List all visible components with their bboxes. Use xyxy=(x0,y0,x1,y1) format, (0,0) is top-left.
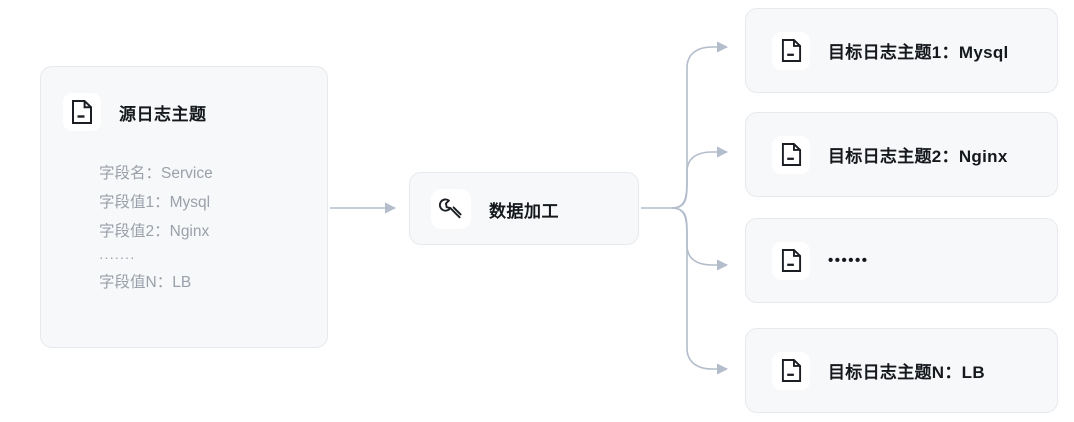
source-card-title: 源日志主题 xyxy=(119,104,207,124)
target-card-content: 目标日志主题2：Nginx xyxy=(772,113,1008,196)
document-icon xyxy=(63,93,101,131)
target-card-content: 目标日志主题N：LB xyxy=(772,329,985,412)
wrench-icon xyxy=(431,189,471,229)
process-node-content: 数据加工 xyxy=(431,189,559,229)
connector-branch-1 xyxy=(671,41,729,209)
target-log-topic-card-4[interactable]: 目标日志主题N：LB xyxy=(745,328,1058,413)
field-line: 字段值2：Nginx xyxy=(99,223,210,240)
connector-branch-4 xyxy=(671,207,729,375)
target-card-content: 目标日志主题1：Mysql xyxy=(772,9,1009,92)
target-log-topic-card-2[interactable]: 目标日志主题2：Nginx xyxy=(745,112,1058,197)
connector-branch-3 xyxy=(671,207,729,271)
target-card-content: •••••• xyxy=(772,219,869,302)
target-card-label: 目标日志主题1：Mysql xyxy=(828,43,1009,62)
source-field-list: 字段名：Service 字段值1：Mysql 字段值2：Nginx ······… xyxy=(99,159,319,297)
field-line-ellipsis: ······· xyxy=(99,249,136,265)
process-node-title: 数据加工 xyxy=(489,201,559,221)
document-icon xyxy=(772,241,810,280)
target-card-label: 目标日志主题N：LB xyxy=(828,363,985,382)
field-line: 字段值1：Mysql xyxy=(99,194,211,211)
target-log-topic-card-3[interactable]: •••••• xyxy=(745,218,1058,303)
source-log-topic-card[interactable]: 源日志主题 字段名：Service 字段值1：Mysql 字段值2：Nginx … xyxy=(40,66,328,348)
target-card-label: 目标日志主题2：Nginx xyxy=(828,147,1008,166)
field-line: 字段名：Service xyxy=(99,165,213,182)
document-icon xyxy=(772,135,810,174)
connector-branch-2 xyxy=(671,146,729,209)
source-card-header: 源日志主题 xyxy=(63,93,207,131)
target-log-topic-card-1[interactable]: 目标日志主题1：Mysql xyxy=(745,8,1058,93)
target-card-label-ellipsis: •••••• xyxy=(828,252,869,269)
data-processing-node[interactable]: 数据加工 xyxy=(409,172,639,245)
field-line: 字段值N：LB xyxy=(99,274,192,291)
document-icon xyxy=(772,351,810,390)
document-icon xyxy=(772,31,810,70)
